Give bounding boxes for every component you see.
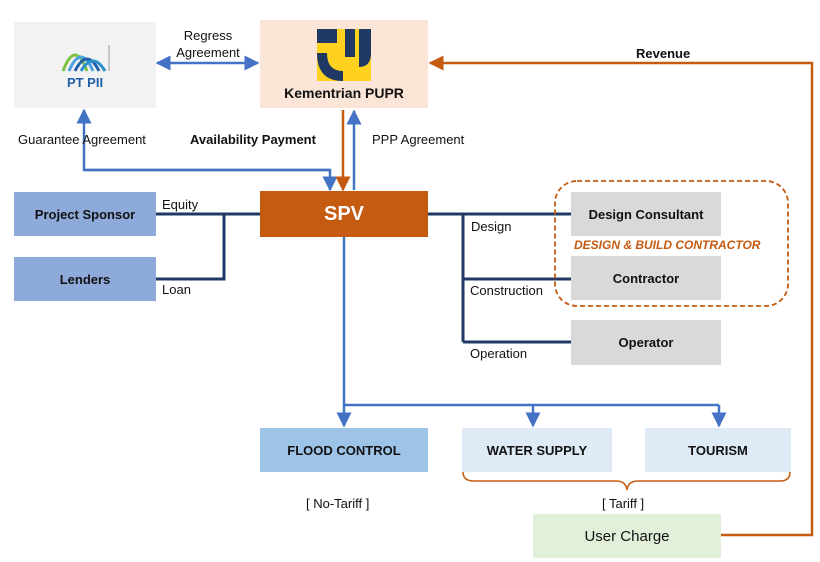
sponsor-node: Project Sponsor [14,192,156,236]
user-charge-label: User Charge [584,527,670,545]
lenders-label: Lenders [59,271,111,287]
contractor-node: Contractor [571,256,721,300]
loan-label: Loan [162,282,191,297]
spv-node: SPV [260,191,428,237]
design-consultant-label: Design Consultant [588,206,704,222]
user-charge-node: User Charge [533,514,721,558]
operation-label: Operation [470,346,528,361]
spv-label: SPV [323,202,365,225]
lenders-node: Lenders [14,257,156,301]
availability-arrow [84,168,338,192]
pupr-logo-icon [317,29,371,81]
operator-node: Operator [571,320,721,365]
tariff-note: [ Tariff ] [602,496,645,511]
tourism-label: TOURISM [688,442,748,458]
pupr-label: Kementrian PUPR [284,85,404,101]
tourism-node: TOURISM [645,428,791,472]
tariff-brace [462,471,791,491]
regress-label: Regress Agreement [168,27,248,61]
design-build-group [554,180,789,307]
ppp-label: PPP Agreement [372,132,465,147]
revenue-arrow [428,55,814,537]
pupr-node: Kementrian PUPR [260,20,428,108]
contractor-label: Contractor [612,270,680,286]
ptpii-logo-icon [61,44,110,72]
sponsor-label: Project Sponsor [34,206,136,222]
design-build-group-label: DESIGN & BUILD CONTRACTOR [574,238,761,252]
regress-label-line-1: Regress [183,28,233,43]
design-label: Design [471,219,512,234]
design-consultant-node: Design Consultant [571,192,721,236]
water-supply-label: WATER SUPPLY [486,442,588,458]
availability-label: Availability Payment [190,132,316,147]
ptpii-label: PT PII [66,74,104,90]
guarantee-label: Guarantee Agreement [18,132,146,147]
water-supply-node: WATER SUPPLY [462,428,612,472]
regress-label-line-2: Agreement [176,45,240,60]
construction-label: Construction [470,283,543,298]
flood-control-label: FLOOD CONTROL [287,442,401,458]
operator-label: Operator [618,335,674,350]
ptpii-node: PT PII [14,22,156,108]
equity-label: Equity [162,197,199,212]
flood-control-node: FLOOD CONTROL [260,428,428,472]
no-tariff-note: [ No-Tariff ] [306,496,370,511]
revenue-label: Revenue [636,46,691,61]
loan-line [156,214,226,281]
